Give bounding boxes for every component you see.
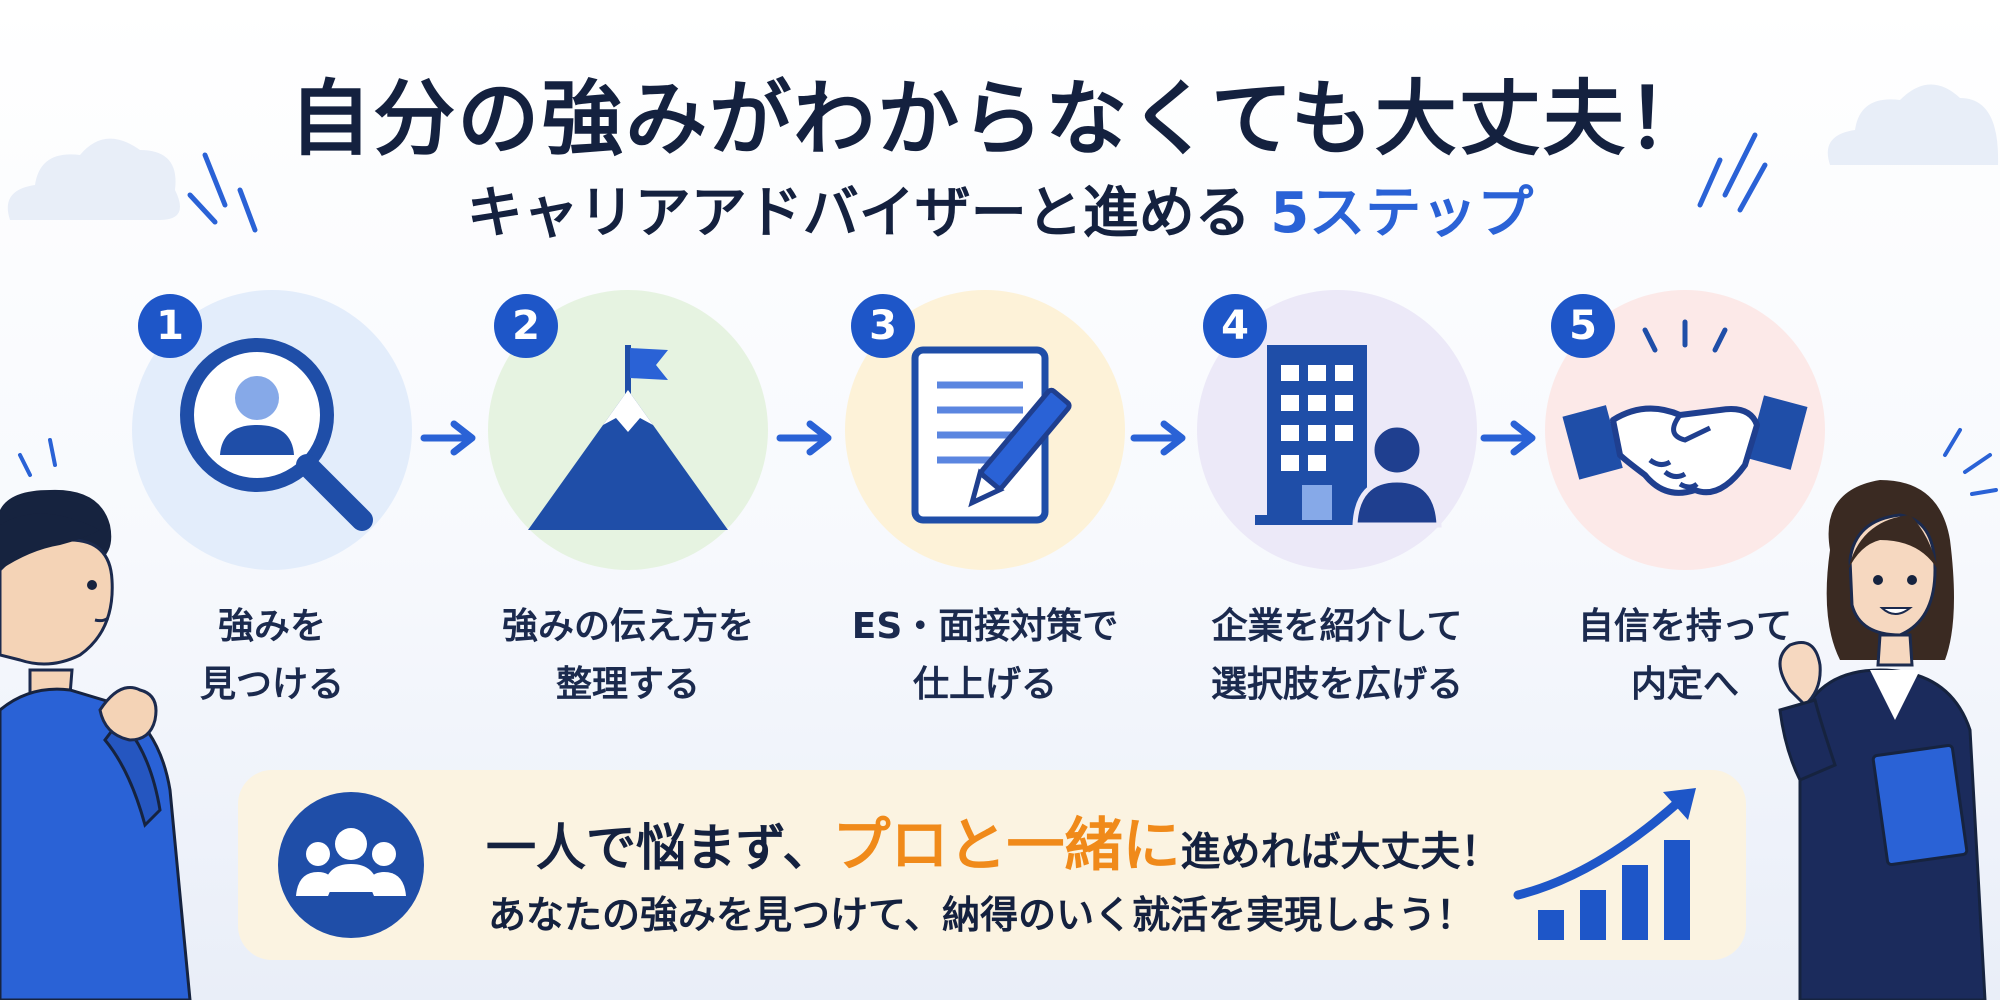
step-1-number: 1 [138,294,202,358]
building-person-icon [1255,345,1442,528]
step-3-label: ES・面接対策で 仕上げる [815,598,1155,714]
message-banner: 一人で悩まず、プロと一緒に進めれば大丈夫！ あなたの強みを見つけて、納得のいく就… [238,770,1746,960]
step-4-number: 4 [1203,294,1267,358]
arrow-right-icon [1480,420,1536,456]
handshake-icon [1562,319,1808,496]
step-4-label-line2: 選択肢を広げる [1210,664,1463,705]
page-title: 自分の強みがわからなくても大丈夫！ [289,72,1711,167]
step-5-label-line2: 内定へ [1630,664,1739,705]
arrow-right-icon [1130,420,1186,456]
cloud-right-decoration [1827,84,1999,165]
arrow-right-icon [420,420,476,456]
step-3-label-line1: ES・面接対策で [851,606,1119,647]
spark-left-icon [187,152,258,233]
step-2-number: 2 [494,294,558,358]
step-4-label-line1: 企業を紹介して [1211,606,1463,647]
step-2-label: 強みの伝え方を 整理する [458,598,798,714]
banner-headline-strong: プロと一緒 [832,811,1123,879]
arrow-right-icon [776,420,832,456]
group-people-icon [278,792,424,938]
banner-headline-mid: に [1122,811,1181,879]
subtitle-prefix: キャリアアドバイザーと進める [466,181,1251,246]
step-2-label-line1: 強みの伝え方を [501,606,754,647]
career-advisor-illustration [1778,428,1998,1000]
growth-chart-icon [1513,788,1696,940]
banner-headline: 一人で悩まず、プロと一緒に進めれば大丈夫！ [486,798,1501,882]
step-3-number: 3 [851,294,915,358]
spark-right-icon [1697,132,1768,213]
step-5-number: 5 [1551,294,1615,358]
step-2-label-line2: 整理する [555,664,700,705]
step-1-label-line1: 強みを [217,606,326,647]
mountain-flag-icon [528,345,728,530]
document-pen-icon [911,346,1072,524]
cloud-left-decoration [7,138,181,220]
step-1-label: 強みを 見つける [102,598,442,714]
step-3-label-line2: 仕上げる [912,664,1057,705]
step-1-label-line2: 見つける [199,664,344,705]
banner-headline-post: 進めれば大丈夫！ [1180,829,1501,875]
step-5-label-line1: 自信を持って [1577,606,1793,647]
step-4-label: 企業を紹介して 選択肢を広げる [1167,598,1507,714]
step-5-label: 自信を持って 内定へ [1515,598,1855,714]
banner-headline-pre: 一人で悩まず、 [486,819,833,877]
banner-subline: あなたの強みを見つけて、納得のいく就活を実現しよう！ [488,893,1475,937]
magnifier-user-icon [180,338,373,531]
subtitle-accent: 5ステップ [1270,181,1534,246]
male-student-illustration [0,438,192,1000]
page-subtitle: キャリアアドバイザーと進める 5ステップ [0,168,2000,249]
